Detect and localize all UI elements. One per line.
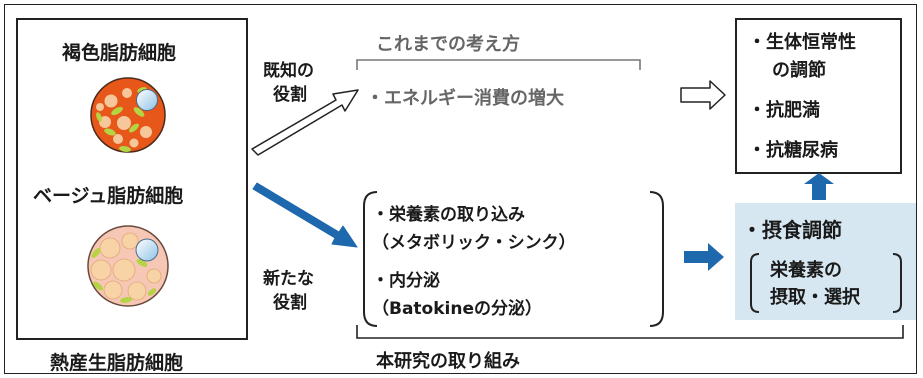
research-footer-label: 本研究の取り組み <box>376 351 520 372</box>
known-bracket-icon <box>356 59 641 70</box>
research-left-bracket-icon <box>363 191 378 327</box>
feeding-regulation-box <box>735 203 916 320</box>
research-right-bracket-icon <box>649 191 664 327</box>
feeding-arrow-icon <box>684 243 724 271</box>
research-bottom-bracket-icon <box>356 325 904 339</box>
nutrient-uptake-item: ・栄養素の取り込み <box>372 205 525 225</box>
known-effect-arrow-icon <box>680 80 726 110</box>
new-role-arrow-icon <box>252 182 358 248</box>
endocrine-item: ・内分泌 <box>372 271 440 291</box>
feeding-right-bracket-icon <box>892 253 902 313</box>
known-role-label-1: 既知の <box>263 61 314 81</box>
feeding-regulation-title: ・摂食調節 <box>742 218 842 242</box>
effects-box <box>735 18 902 174</box>
homeostasis-item-2: の調節 <box>772 60 826 81</box>
beige-adipocyte-icon <box>87 225 169 307</box>
brown-adipocyte-icon <box>90 77 166 153</box>
known-view-header: これまでの考え方 <box>376 34 520 55</box>
anti-diabetes-item: ・抗糖尿病 <box>748 140 838 161</box>
brown-adipocyte-label: 褐色脂肪細胞 <box>62 42 177 64</box>
beige-adipocyte-label: ベージュ脂肪細胞 <box>33 185 184 207</box>
nutrient-intake-label-1: 栄養素の <box>770 260 842 281</box>
metabolic-sink-note: （メタボリック・シンク） <box>372 233 576 253</box>
up-arrow-icon <box>804 173 834 200</box>
known-role-label-2: 役割 <box>273 85 307 105</box>
thermogenic-adipocyte-caption: 熱産生脂肪細胞 <box>50 352 184 374</box>
nutrient-intake-label-2: 摂取・選択 <box>770 287 860 308</box>
new-role-label-1: 新たな <box>263 269 314 289</box>
feeding-left-bracket-icon <box>750 253 760 313</box>
batokine-note: （Batokineの分泌） <box>372 299 542 319</box>
known-role-arrow-icon <box>251 89 359 156</box>
energy-expenditure-item: ・エネルギー消費の増大 <box>366 88 564 109</box>
anti-obesity-item: ・抗肥満 <box>748 100 820 121</box>
new-role-label-2: 役割 <box>273 293 307 313</box>
homeostasis-item-1: ・生体恒常性 <box>748 32 856 53</box>
diagram-frame <box>4 4 917 374</box>
